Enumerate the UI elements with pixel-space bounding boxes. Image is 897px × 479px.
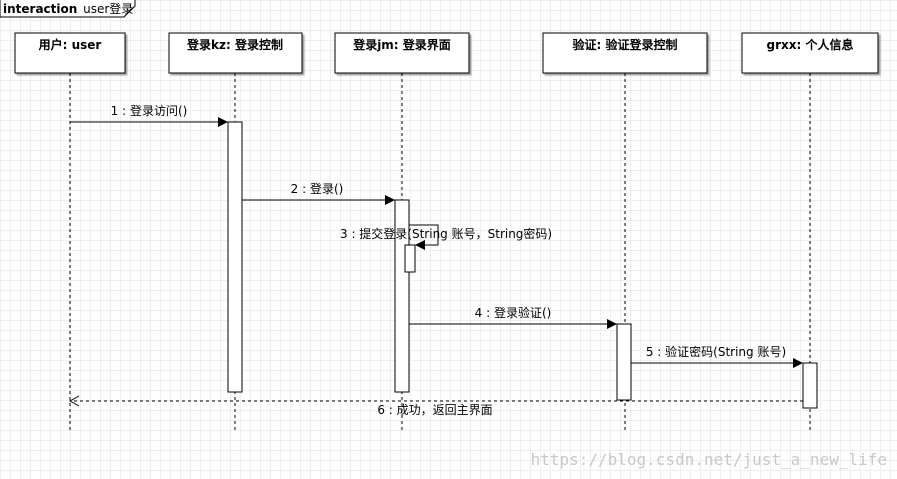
arrowhead-icon [385, 195, 395, 205]
message-3[interactable]: 3 : 提交登录(String 账号，String密码) [340, 224, 552, 250]
message-5[interactable]: 5 : 验证密码(String 账号) [631, 344, 803, 368]
message-1[interactable]: 1 : 登录访问() [70, 103, 228, 127]
lifeline-kz[interactable]: 登录kz: 登录控制 [168, 32, 303, 74]
message-label-2: 2 : 登录() [291, 181, 344, 196]
lifeline-user[interactable]: 用户: user [14, 32, 126, 74]
message-label-4: 4 : 登录验证() [475, 305, 552, 320]
activation-kz [227, 121, 243, 393]
arrowhead-icon [607, 319, 617, 329]
arrowhead-icon [415, 240, 425, 250]
message-label-1: 1 : 登录访问() [111, 103, 188, 118]
lifeline-yz[interactable]: 验证: 验证登录控制 [542, 32, 708, 74]
message-label-5: 5 : 验证密码(String 账号) [646, 344, 786, 359]
activations [227, 121, 818, 409]
arrowhead-icon [218, 117, 228, 127]
message-label-3: 3 : 提交登录(String 账号，String密码) [340, 226, 552, 241]
activation-grxx [802, 362, 818, 409]
watermark: https://blog.csdn.net/just_a_new_life [531, 450, 887, 469]
lifeline-grxx[interactable]: grxx: 个人信息 [741, 32, 879, 74]
lifeline-label-jm: 登录jm: 登录界面 [352, 37, 451, 52]
arrowhead-icon [793, 358, 803, 368]
frame-tab: interaction user登录 [0, 0, 136, 18]
message-4[interactable]: 4 : 登录验证() [409, 305, 617, 329]
message-label-6: 6 : 成功，返回主界面 [377, 403, 492, 417]
message-2[interactable]: 2 : 登录() [242, 181, 395, 205]
lifeline-label-kz: 登录kz: 登录控制 [186, 37, 283, 52]
svg-text:interaction user登录: interaction user登录 [3, 1, 133, 16]
lifeline-label-grxx: grxx: 个人信息 [767, 37, 854, 52]
message-6[interactable]: 6 : 成功，返回主界面 [68, 395, 803, 417]
lifeline-label-user: 用户: user [38, 37, 102, 52]
frame-name: user登录 [83, 1, 133, 16]
open-arrowhead-icon [68, 395, 80, 407]
lifeline-label-yz: 验证: 验证登录控制 [573, 37, 678, 52]
frame-keyword: interaction [3, 2, 77, 16]
activation-yz [616, 323, 632, 401]
activation-jm-self [404, 244, 416, 273]
lifeline-jm[interactable]: 登录jm: 登录界面 [334, 32, 470, 74]
lifeline-lines [69, 73, 811, 430]
